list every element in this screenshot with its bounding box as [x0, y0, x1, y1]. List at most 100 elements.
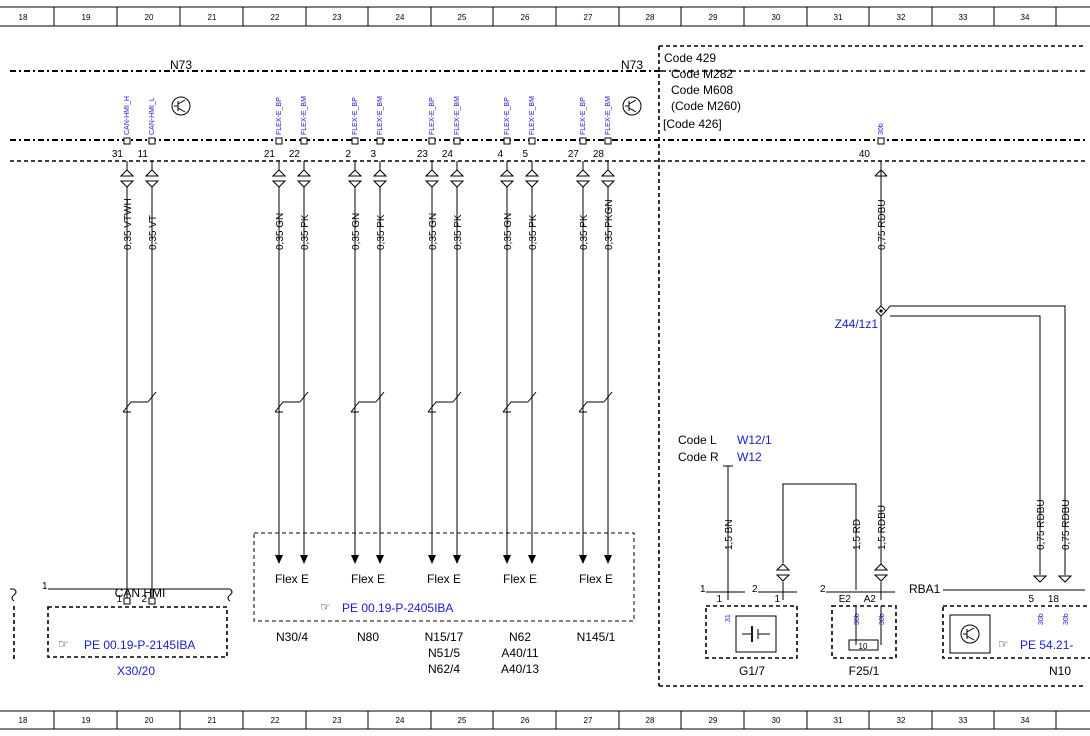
code-r-value[interactable]: W12 — [737, 450, 762, 464]
battery-icon-frame — [735, 615, 777, 653]
bottom-ruler-column-22: 22 — [271, 716, 280, 725]
f251-box — [831, 605, 897, 659]
arrow-down-icon — [453, 555, 461, 564]
can-hmi-label: CAN HMI — [115, 586, 166, 600]
fuse-rating: 10 — [859, 642, 868, 651]
signal-name: FLEX-E_BP — [580, 97, 587, 135]
bottom-ruler-column-18: 18 — [19, 716, 28, 725]
wire-label: 0,35 PKGN — [604, 199, 615, 250]
can-hmi-ref-link[interactable]: PE 00.19-P-2145IBA — [84, 638, 195, 652]
hand-pointer-icon: ☞ — [320, 600, 331, 614]
wire-label-rdbu-18: 0,75 RDBU — [1061, 499, 1072, 550]
pin-terminal — [428, 137, 436, 145]
wire-label: 0,35 PK — [579, 214, 590, 250]
twisted-pair-marker — [350, 391, 385, 413]
pin-terminal — [351, 137, 359, 145]
signal-name: FLEX-E_BP — [504, 97, 511, 135]
top-ruler-column-28: 28 — [646, 13, 655, 22]
top-ruler-column-33: 33 — [959, 13, 968, 22]
top-ruler-column-20: 20 — [145, 13, 154, 22]
connector-double-arrow-icon — [372, 169, 388, 188]
code-429: Code 429 — [664, 51, 716, 65]
code-l-value[interactable]: W12/1 — [737, 433, 772, 447]
top-ruler-column-30: 30 — [772, 13, 781, 22]
code-m260: (Code M260) — [671, 99, 741, 113]
pin-terminal — [300, 137, 308, 145]
connector-double-arrow-icon — [119, 169, 135, 188]
flex-target-label: N15/17 — [425, 630, 464, 644]
n10-pin-5: 5 — [1028, 594, 1034, 605]
twisted-pair-marker — [578, 391, 613, 413]
pin-terminal — [275, 137, 283, 145]
top-ruler-column-24: 24 — [396, 13, 405, 22]
wire-label: 0,35 PK — [528, 214, 539, 250]
connector-double-arrow-icon — [347, 169, 363, 188]
arrow-down-icon — [1032, 575, 1048, 583]
flex-target-label: N80 — [357, 630, 379, 644]
wire-label: 0,35 GN — [503, 213, 514, 250]
signal-name: FLEX-E_BP — [429, 97, 436, 135]
flex-e-label: Flex E — [351, 572, 385, 586]
connector-double-arrow-icon — [873, 563, 889, 582]
bottom-ruler-column-23: 23 — [333, 716, 342, 725]
bottom-ruler-column-19: 19 — [82, 716, 91, 725]
top-ruler — [0, 6, 1090, 27]
bottom-ruler-column-30: 30 — [772, 716, 781, 725]
pin-number: 5 — [522, 149, 528, 160]
pin-number: 28 — [593, 149, 605, 160]
bottom-ruler-column-31: 31 — [834, 716, 843, 725]
battery-icon — [742, 626, 770, 642]
top-ruler-column-34: 34 — [1021, 13, 1030, 22]
splice-dot — [879, 309, 883, 313]
bottom-ruler-column-25: 25 — [458, 716, 467, 725]
g17-name: G1/7 — [739, 664, 765, 678]
pin-2: 2 — [141, 594, 147, 605]
flex-e-module-box — [253, 532, 635, 622]
arrow-down-icon — [604, 555, 612, 564]
fuse-icon — [848, 639, 879, 651]
flex-e-label: Flex E — [427, 572, 461, 586]
pin-column-28: 28 FLEX-E_BM 0,35 PKGN — [593, 96, 616, 564]
bottom-ruler-column-26: 26 — [521, 716, 530, 725]
bottom-ruler-column-34: 34 — [1021, 716, 1030, 725]
f251-signal-e2: 30b — [854, 613, 861, 625]
connector-x30-20[interactable]: X30/20 — [117, 664, 155, 678]
transistor-icon — [622, 96, 642, 116]
splice-z44-label[interactable]: Z44/1z1 — [835, 317, 879, 331]
arrow-down-icon — [579, 555, 587, 564]
connector-double-arrow-icon — [524, 169, 540, 188]
arrow-down-icon — [528, 555, 536, 564]
wire-label-40: 0,75 RDBU — [877, 199, 888, 250]
break-symbol — [11, 588, 17, 602]
wire-label-rdbu-5: 0,75 RDBU — [1036, 499, 1047, 550]
wire-to-n10-pin5 — [890, 315, 1041, 575]
pin-terminal — [148, 137, 156, 145]
f251-node-2: 2 — [820, 584, 826, 595]
connector-double-arrow-icon — [499, 169, 515, 188]
can-hmi-box — [47, 606, 228, 658]
g17-node-1: 1 — [700, 584, 706, 595]
flex-ref-link[interactable]: PE 00.19-P-2405IBA — [342, 601, 453, 615]
pin-terminal — [579, 137, 587, 145]
pin-number: 27 — [568, 149, 580, 160]
flex-e-label: Flex E — [579, 572, 613, 586]
signal-name: FLEX-E_BM — [301, 96, 308, 135]
twisted-pair-marker — [122, 391, 157, 413]
connector-double-arrow-icon — [144, 169, 160, 188]
break-symbol — [227, 588, 233, 602]
wire-rd-loop — [782, 483, 857, 590]
transistor-icon — [171, 96, 191, 116]
signal-name: FLEX-E_BM — [605, 96, 612, 135]
pin-terminal — [148, 597, 156, 605]
n10-ref-link[interactable]: PE 54.21- — [1020, 638, 1073, 652]
pin-terminal — [528, 137, 536, 145]
signal-name: CAN-HMI_H — [124, 96, 131, 135]
f251-name: F25/1 — [849, 664, 880, 678]
g17-pin-signal: 31 — [725, 614, 732, 622]
n10-signal-18: 30b — [1063, 613, 1070, 625]
n73-label-left: N73 — [170, 58, 192, 72]
g17-pin-1: 1 — [716, 594, 722, 605]
